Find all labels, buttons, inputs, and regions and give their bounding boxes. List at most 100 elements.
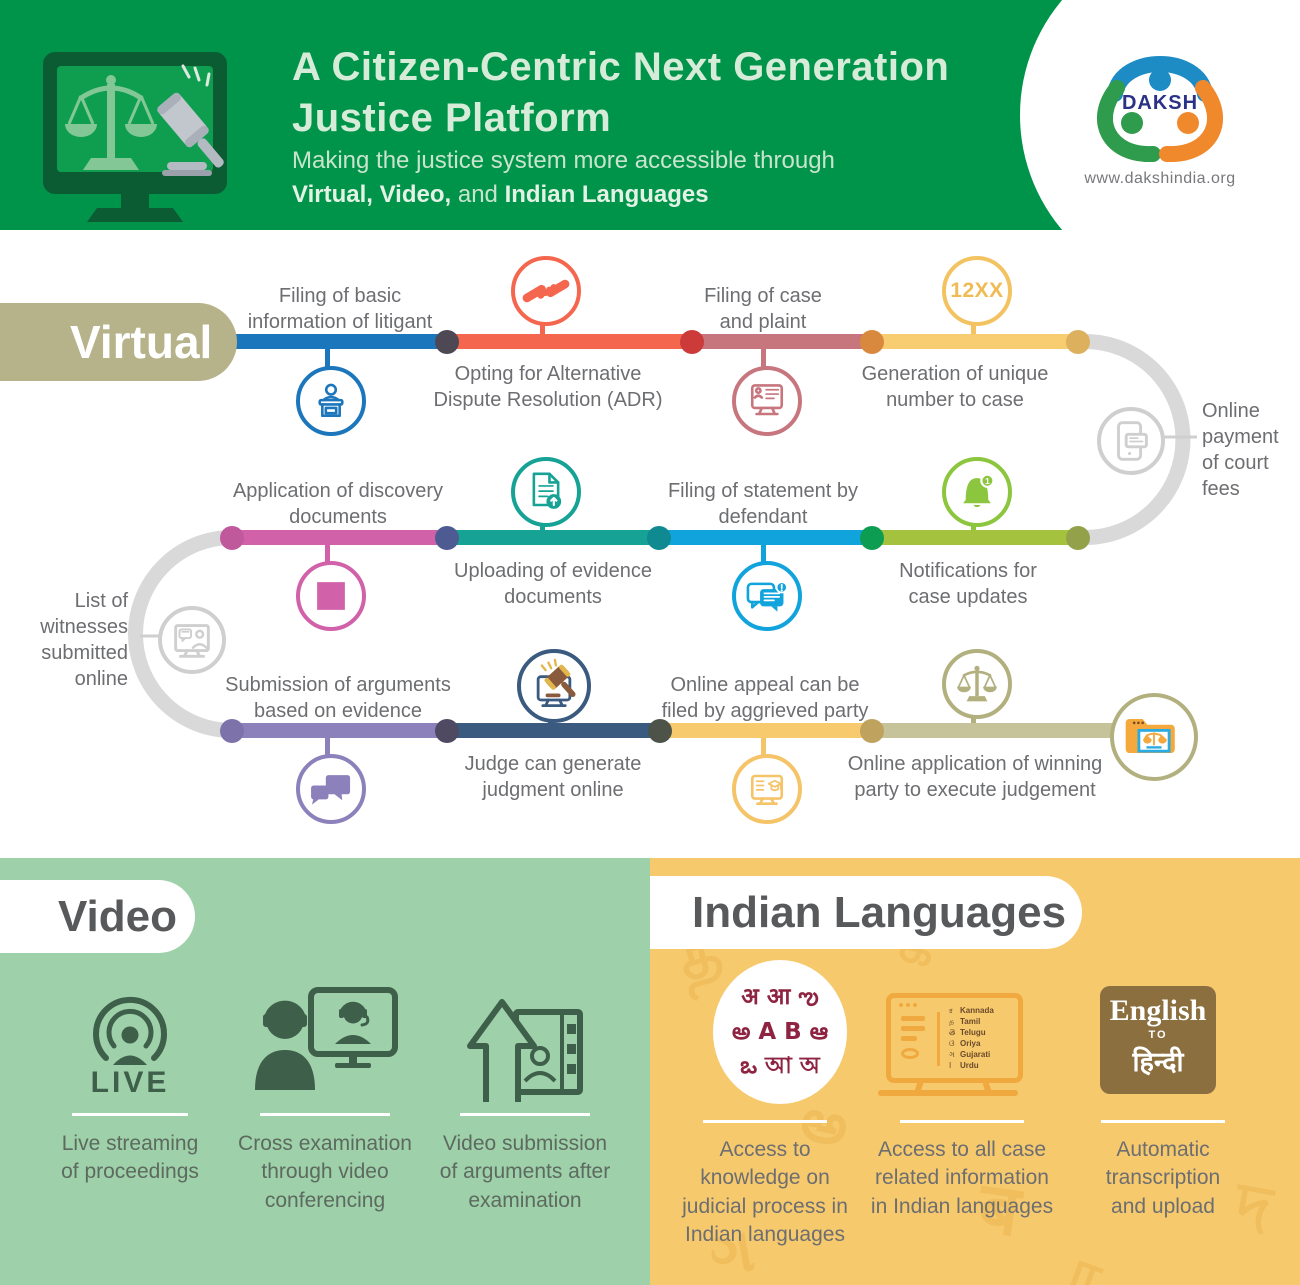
divider-line (460, 1113, 590, 1116)
translator-target: हिन्दी (1132, 1047, 1184, 1078)
chat-messages-icon (732, 561, 802, 631)
timeline-junction-dot (860, 330, 884, 354)
video-item-label: Video submission of arguments after exam… (439, 1132, 611, 1212)
translator-from: English (1109, 994, 1207, 1027)
video-section-pill: Video (0, 880, 195, 953)
podium-speaker-icon (296, 366, 366, 436)
subtitle-line1: Making the justice system more accessibl… (292, 147, 835, 174)
page-subtitle: Making the justice system more accessibl… (292, 147, 835, 208)
language-item-label: Access to all case related information i… (870, 1138, 1054, 1218)
divider-line (260, 1113, 390, 1116)
live-stream-icon (93, 997, 167, 1065)
step-label: Opting for Alternative Dispute Resolutio… (433, 363, 663, 411)
icon-stem (325, 738, 330, 756)
timeline-segment (232, 530, 447, 545)
document-upload-icon (511, 457, 581, 527)
video-item-label: Live streaming of proceedings (61, 1132, 199, 1184)
subtitle-bold-languages: Indian Languages (504, 180, 709, 208)
divider-line (900, 1120, 1024, 1123)
timeline-segment (232, 723, 447, 738)
translator-to-word: TO (1148, 1029, 1168, 1041)
live-stream-icon-text: LIVE (90, 1066, 170, 1099)
step-label: Uploading of evidence documents (454, 560, 652, 608)
timeline-junction-dot (435, 526, 459, 550)
icon-stem (325, 545, 330, 563)
video-section-label: Video (58, 892, 178, 941)
timeline-segment (692, 334, 872, 349)
video-upload-icon (467, 999, 583, 1102)
timeline-segment (447, 723, 660, 738)
timeline-junction-dot (680, 330, 704, 354)
timeline-segment (660, 723, 872, 738)
appeal-monitor-icon (732, 754, 802, 824)
notification-bell-icon: 1 (942, 457, 1012, 527)
step-label: Judge can generate judgment online (464, 753, 642, 801)
gavel-monitor-icon (517, 649, 591, 723)
step-label: Generation of unique number to case (861, 363, 1049, 411)
handshake-icon (511, 256, 581, 326)
timeline-segment (215, 334, 447, 349)
divider-line (703, 1120, 827, 1123)
language-item-label: Automatic transcription and upload (1105, 1138, 1221, 1218)
scripts-circle-icon: अ आ ఌ అ A B ఆ ఒ আ অ (713, 960, 847, 1104)
case-number-badge: 12XX (942, 256, 1012, 326)
divider-line (1101, 1120, 1225, 1123)
timeline-segment (872, 530, 1085, 545)
timeline-junction-dot (1066, 330, 1090, 354)
website-url: www.dakshindia.org (1084, 170, 1236, 187)
step-label: Submission of arguments based on evidenc… (225, 674, 451, 722)
timeline-segment (447, 334, 692, 349)
document-square-icon (296, 561, 366, 631)
timeline-segment (872, 723, 1117, 738)
speech-bubbles-icon (296, 754, 366, 824)
icon-stem (325, 349, 330, 367)
daksh-logo-icon (1097, 56, 1223, 162)
step-label: Online appeal can be filed by aggrieved … (661, 674, 869, 722)
timeline-junction-dot (435, 719, 459, 743)
step-label: Filing of case and plaint (704, 285, 822, 333)
step-label: List of witnesses submitted online (40, 590, 128, 690)
divider-line (72, 1113, 188, 1116)
step-label: Notifications for case updates (899, 560, 1037, 608)
english-to-hindi-icon: English TO हिन्दी (1100, 986, 1216, 1094)
timeline-junction-dot (860, 719, 884, 743)
virtual-section-pill: Virtual (0, 303, 237, 381)
step-label: Application of discovery documents (232, 480, 444, 528)
svg-text:1: 1 (985, 476, 990, 486)
icon-stem (761, 545, 766, 563)
subtitle-bold-virtual-video: Virtual, Video, (292, 180, 452, 208)
scripts-circle-letters: अ आ ఌ అ A B ఆ ఒ আ অ (731, 984, 829, 1080)
timeline-junction-dot (648, 719, 672, 743)
case-folder-icon (1110, 693, 1198, 781)
timeline-segment (872, 334, 1085, 349)
step-label: Filing of basic information of litigant (247, 285, 433, 333)
timeline-segment (447, 530, 659, 545)
step-label: Online application of winning party to e… (847, 753, 1103, 801)
case-number-text: 12XX (950, 279, 1004, 302)
timeline-junction-dot (220, 526, 244, 550)
virtual-section-label: Virtual (70, 316, 213, 368)
timeline-junction-dot (1066, 526, 1090, 550)
daksh-logo-text: DAKSH (1121, 92, 1199, 114)
timeline-segment (659, 530, 872, 545)
monitor-stand-base (878, 1090, 1018, 1096)
icon-stem (761, 738, 766, 756)
language-item-label: Access to knowledge on judicial process … (682, 1138, 848, 1247)
icon-stem (761, 349, 766, 367)
language-row: తెTelugu (949, 1028, 986, 1037)
scales-of-justice-icon (942, 649, 1012, 719)
witness-monitor-icon (158, 606, 226, 674)
monitor-document-icon (732, 366, 802, 436)
timeline-junction-dot (860, 526, 884, 550)
video-conference-icon (255, 987, 398, 1090)
page-title: A Citizen-Centric Next Generation Justic… (292, 45, 950, 141)
timeline-junction-dot (647, 526, 671, 550)
step-label: Online payment of court fees (1202, 400, 1279, 500)
